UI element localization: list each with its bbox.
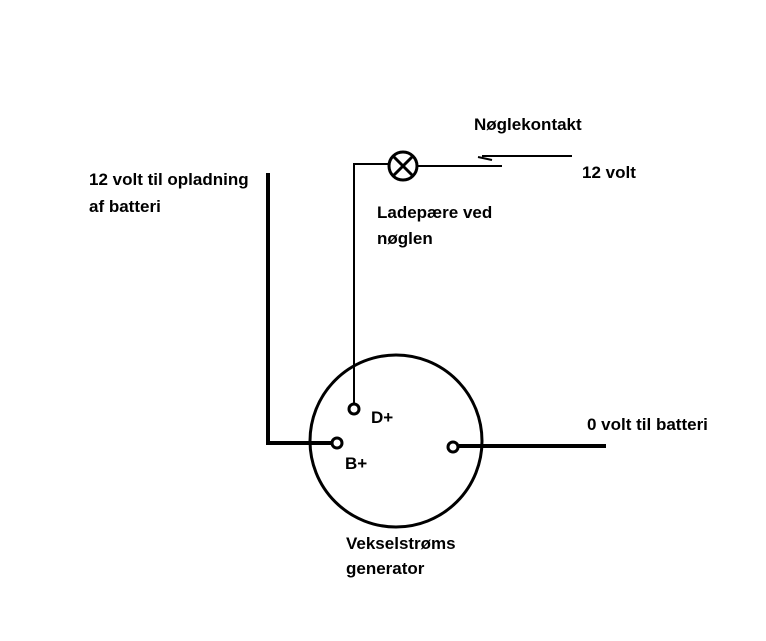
lamp-label-line1: Ladepære ved xyxy=(377,203,493,222)
d-plus-wire xyxy=(353,163,388,406)
supply-label: 12 volt xyxy=(582,163,636,182)
terminal-b-plus-label: B+ xyxy=(345,454,368,473)
generator-label-line2: generator xyxy=(346,559,425,578)
ground-label: 0 volt til batteri xyxy=(587,415,708,434)
generator-label-line1: Vekselstrøms xyxy=(346,534,456,553)
charge-output-label-line2: af batteri xyxy=(89,197,161,216)
terminal-d-plus-label: D+ xyxy=(371,408,394,427)
lamp-label-line2: nøglen xyxy=(377,229,433,248)
charge-output-label-line1: 12 volt til opladning xyxy=(89,170,249,189)
key-switch-icon xyxy=(477,155,572,161)
terminal-b-plus xyxy=(330,436,344,450)
b-plus-wire xyxy=(266,173,333,445)
key-switch-label: Nøglekontakt xyxy=(474,115,582,134)
lamp-icon xyxy=(387,150,419,182)
terminal-d-plus xyxy=(347,402,361,416)
terminal-ground xyxy=(446,440,460,454)
